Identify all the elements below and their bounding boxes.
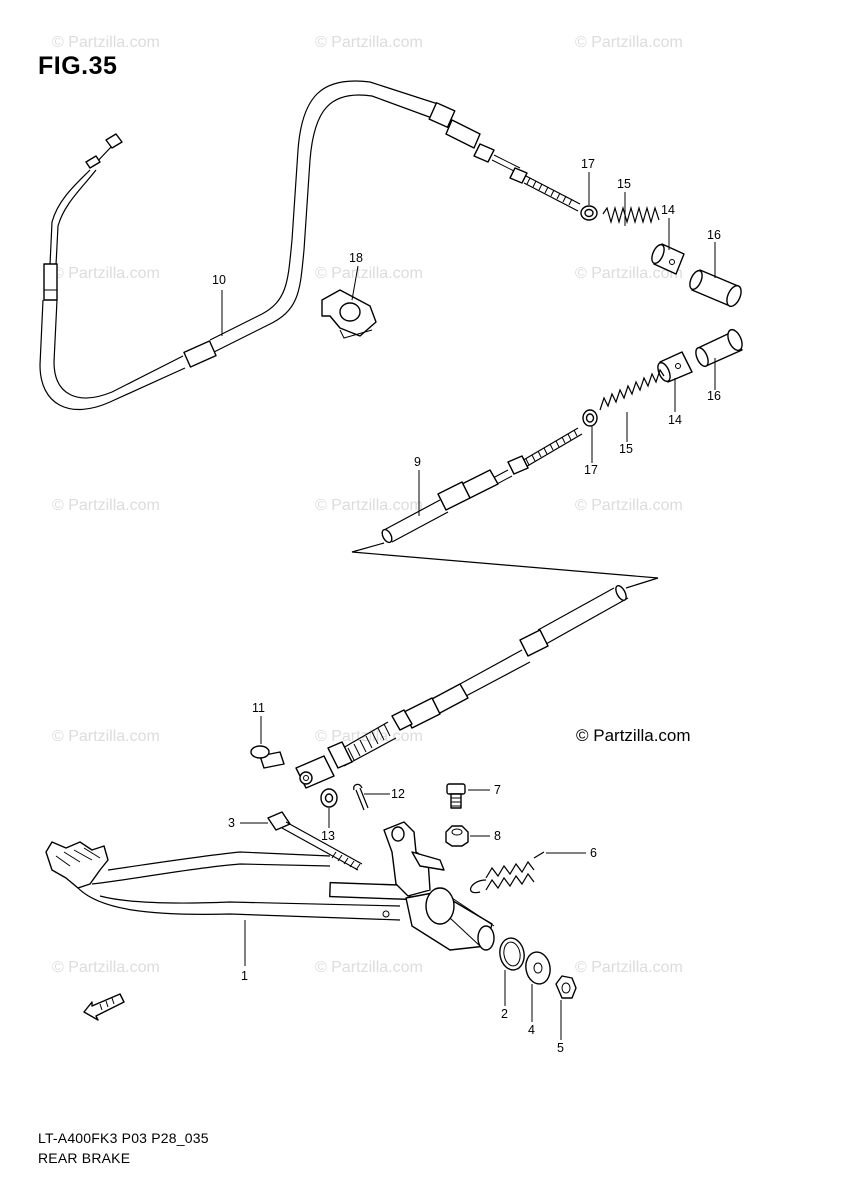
part-18-cable-clamp[interactable] xyxy=(321,289,377,339)
callout-12: 12 xyxy=(391,787,405,801)
part-14-cable-joint-lower[interactable] xyxy=(655,351,693,383)
callout-leaders xyxy=(221,172,716,1040)
callout-6: 6 xyxy=(590,846,597,860)
callout-15: 15 xyxy=(617,177,631,191)
part-16-nut-lower[interactable] xyxy=(693,328,745,369)
watermark: © Partzilla.com xyxy=(52,265,160,282)
callout-11: 11 xyxy=(252,701,265,715)
figure-title: FIG.35 xyxy=(38,52,118,80)
callout-14: 14 xyxy=(668,413,682,427)
callout-17: 17 xyxy=(584,463,598,477)
callout-1: 1 xyxy=(241,969,248,983)
callout-14: 14 xyxy=(661,203,675,217)
callout-16: 16 xyxy=(707,389,721,403)
callout-3: 3 xyxy=(228,816,235,830)
callout-17: 17 xyxy=(581,157,595,171)
part-17-washer-lower[interactable] xyxy=(582,409,598,427)
part-8-nut[interactable] xyxy=(445,825,469,847)
watermark: © Partzilla.com xyxy=(575,497,683,514)
part-5-nut[interactable] xyxy=(555,975,577,999)
callout-4: 4 xyxy=(528,1023,535,1037)
watermark: © Partzilla.com xyxy=(575,265,683,282)
watermark: © Partzilla.com xyxy=(52,728,160,745)
watermark: © Partzilla.com xyxy=(315,34,423,51)
front-direction-arrow-icon xyxy=(83,993,125,1021)
watermark: © Partzilla.com xyxy=(315,959,423,976)
part-15-spring-upper[interactable] xyxy=(602,205,660,225)
callout-16: 16 xyxy=(707,228,721,242)
callout-9: 9 xyxy=(414,455,421,469)
callout-15: 15 xyxy=(619,442,633,456)
part-16-nut-upper[interactable] xyxy=(687,269,744,309)
part-17-washer-upper[interactable] xyxy=(580,205,598,221)
footer-section-name: REAR BRAKE xyxy=(38,1150,131,1166)
watermark: © Partzilla.com xyxy=(52,959,160,976)
callout-2: 2 xyxy=(501,1007,508,1021)
part-4-washer[interactable] xyxy=(523,950,552,986)
callout-13: 13 xyxy=(321,829,335,843)
callout-10: 10 xyxy=(212,273,226,287)
callout-18: 18 xyxy=(349,251,363,265)
part-1-brake-pedal[interactable] xyxy=(45,821,495,951)
part-3-long-bolt[interactable] xyxy=(267,811,363,871)
part-9-brake-cable[interactable] xyxy=(295,427,659,789)
part-15-spring-lower[interactable] xyxy=(599,368,665,411)
part-12-cotter-pin[interactable] xyxy=(353,783,369,811)
part-2-o-ring[interactable] xyxy=(497,936,526,972)
part-11-clevis-pin[interactable] xyxy=(250,745,285,769)
watermark: © Partzilla.com xyxy=(52,34,160,51)
part-6-return-spring[interactable] xyxy=(470,851,545,894)
footer-model-code: LT-A400FK3 P03 P28_035 xyxy=(38,1130,209,1146)
part-7-bolt[interactable] xyxy=(446,783,466,809)
partzilla-credit: © Partzilla.com xyxy=(576,726,691,745)
watermark: © Partzilla.com xyxy=(52,497,160,514)
watermark: © Partzilla.com xyxy=(315,265,423,282)
part-14-cable-joint-upper[interactable] xyxy=(649,243,685,275)
part-10-brake-cable[interactable] xyxy=(39,80,581,411)
watermark: © Partzilla.com xyxy=(315,497,423,514)
part-13-washer[interactable] xyxy=(320,788,338,808)
callout-5: 5 xyxy=(557,1041,564,1055)
callout-7: 7 xyxy=(494,783,501,797)
watermark: © Partzilla.com xyxy=(575,959,683,976)
watermark: © Partzilla.com xyxy=(315,728,423,745)
watermark: © Partzilla.com xyxy=(575,34,683,51)
callout-8: 8 xyxy=(494,829,501,843)
